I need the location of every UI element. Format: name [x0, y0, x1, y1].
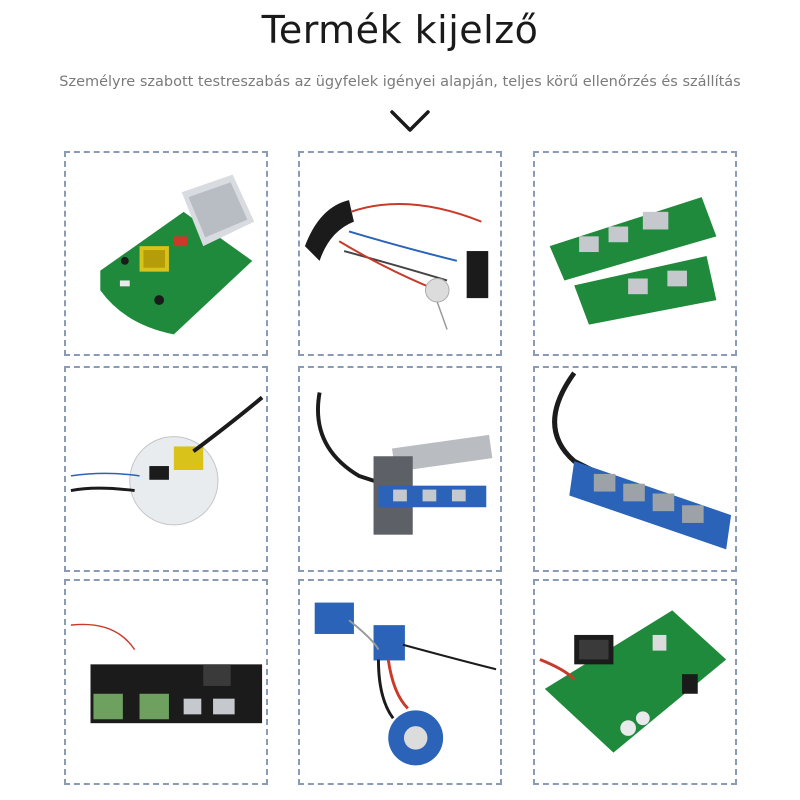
page-title: Termék kijelző — [261, 8, 539, 52]
product-card-7[interactable] — [64, 579, 268, 785]
green-control-board-image — [539, 610, 727, 753]
product-card-4[interactable] — [64, 366, 268, 572]
product-card-3[interactable] — [533, 151, 737, 356]
blue-modules-wiring-image — [314, 602, 497, 766]
product-card-2[interactable] — [298, 151, 502, 356]
product-card-6[interactable] — [533, 366, 737, 572]
black-power-bank-pcb-image — [70, 623, 263, 724]
round-led-driver-image — [70, 395, 264, 526]
product-card-1[interactable] — [64, 151, 268, 356]
usb-hub-pcb-image — [552, 371, 732, 550]
page-subtitle: Személyre szabott testreszabás az ügyfel… — [59, 74, 741, 90]
blue-pcb-gray-case-image — [316, 392, 493, 535]
usb-pcb-pair-image — [549, 197, 717, 325]
chevron-down-icon[interactable] — [388, 108, 432, 134]
product-card-5[interactable] — [298, 366, 502, 572]
product-card-8[interactable] — [298, 579, 502, 785]
sensor-wiring-image — [304, 200, 489, 330]
product-card-9[interactable] — [533, 579, 737, 785]
green-power-pcb-image — [100, 174, 255, 335]
